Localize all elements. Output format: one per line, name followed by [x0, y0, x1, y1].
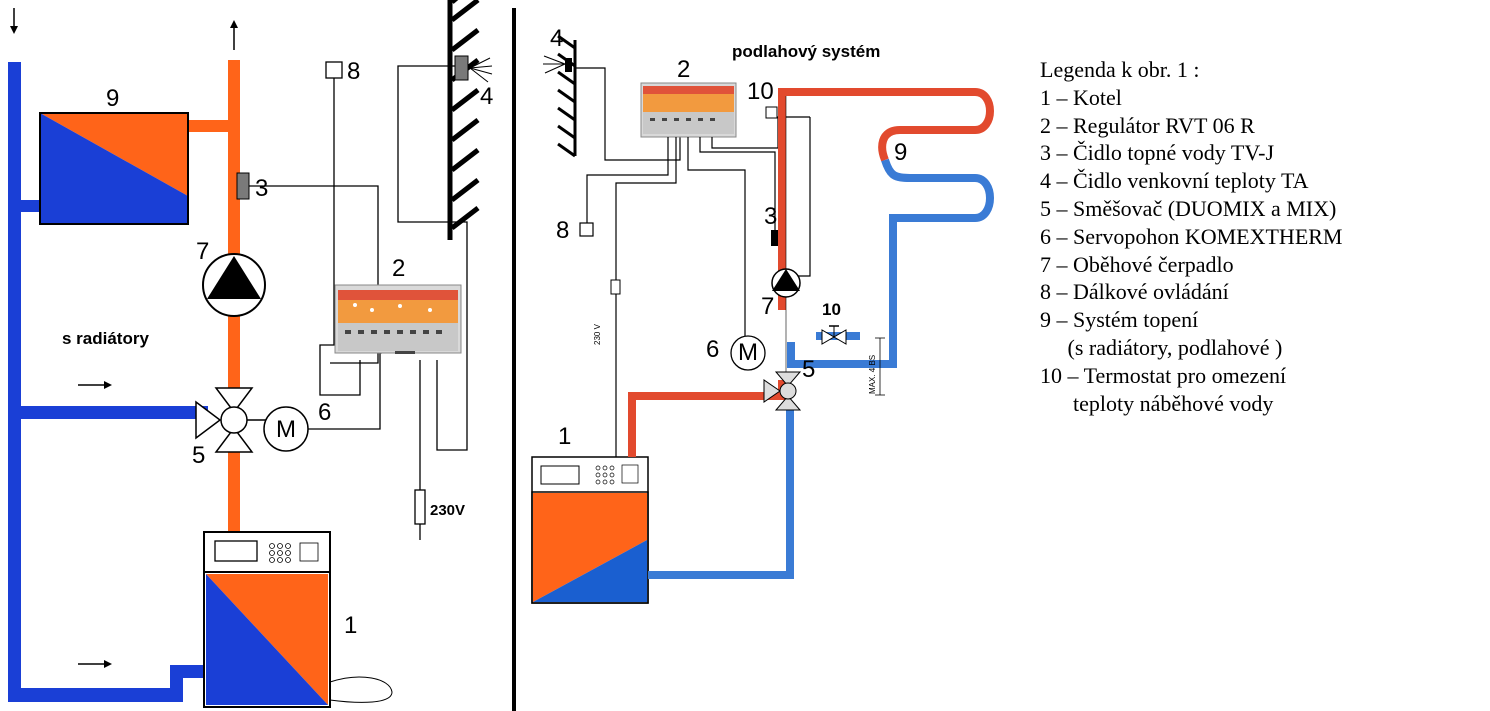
label-230v-right: 230 V: [593, 323, 602, 345]
center-divider: [512, 8, 516, 711]
label-max: MAX. 4 BS: [868, 355, 877, 394]
right-schematic-floor: podlahový systém: [531, 25, 994, 604]
boiler: [203, 531, 393, 708]
left-schematic-radiators: M: [8, 0, 493, 708]
flow-arrow-bottom: [78, 660, 112, 668]
remote-control-right: [579, 222, 594, 237]
label-4-right: 4: [550, 25, 563, 52]
label-10-valve: 10: [822, 300, 841, 319]
legend-item: 2 – Regulátor RVT 06 R: [1040, 112, 1255, 138]
label-floor-system: podlahový systém: [732, 42, 880, 61]
sensor-wire: [249, 185, 379, 364]
label-8-left: 8: [347, 58, 360, 85]
thermostat-valve-right: [821, 325, 847, 345]
label-5-left: 5: [192, 442, 205, 469]
boiler-right: [531, 456, 649, 604]
label-3-left: 3: [255, 175, 268, 202]
cold-return-pipes: [8, 62, 208, 702]
legend-item: 1 – Kotel: [1040, 84, 1122, 110]
legend-item: 7 – Oběhové čerpadlo: [1040, 251, 1234, 277]
legend-item: 8 – Dálkové ovládání: [1040, 279, 1229, 305]
outdoor-temperature-sensor: [454, 55, 469, 81]
inflow-arrow-top-left: [10, 8, 18, 34]
label-7-right: 7: [761, 293, 774, 320]
regulator-unit: [334, 284, 462, 354]
label-3-right: 3: [764, 203, 777, 230]
label-4-left: 4: [480, 83, 493, 110]
legend-item: 9 – Systém topení: [1040, 307, 1199, 333]
outdoor-wire-right: [575, 67, 681, 161]
circulation-pump-right: [771, 268, 801, 298]
legend-title: Legenda k obr. 1 :: [1040, 57, 1200, 82]
label-2-left: 2: [392, 255, 405, 282]
floor-hot-pipes: [628, 88, 994, 457]
servo-motor-label-right: M: [738, 339, 758, 366]
label-7-left: 7: [196, 238, 209, 265]
sensor-rays-right: [543, 55, 566, 74]
regulator-wires-right: [586, 116, 811, 463]
servo-motor-label: M: [276, 416, 296, 443]
legend: Legenda k obr. 1 : 1 – Kotel 2 – Regulát…: [1040, 56, 1480, 417]
radiator: [39, 112, 189, 225]
legend-item: 3 – Čidlo topné vody TV-J: [1040, 140, 1275, 166]
mixing-valve-right: [763, 371, 802, 411]
outdoor-wall: [447, 0, 480, 240]
regulator-unit-right: [640, 82, 737, 138]
label-6-right: 6: [706, 336, 719, 363]
flow-arrow-mid: [78, 381, 112, 389]
label-5-right: 5: [802, 356, 815, 383]
outdoor-sensor-right: [565, 58, 572, 72]
fuse-icon-left: [414, 489, 426, 525]
label-230v-left: 230V: [430, 502, 465, 519]
outflow-arrow-top: [230, 20, 238, 50]
fuse-icon-right: [610, 279, 621, 295]
water-temperature-sensor: [236, 172, 250, 200]
thermostat-top: [765, 106, 778, 119]
legend-item: (s radiátory, podlahové ): [1040, 334, 1283, 360]
legend-item: 5 – Směšovač (DUOMIX a MIX): [1040, 195, 1337, 221]
label-1-right: 1: [558, 423, 571, 450]
servo-motor-right: [730, 335, 766, 371]
legend-item: 6 – Servopohon KOMEXTHERM: [1040, 223, 1343, 249]
label-radiators: s radiátory: [62, 329, 149, 348]
mixing-valve-icon: [195, 387, 266, 453]
outdoor-wall-right: [557, 34, 577, 158]
label-8-right: 8: [556, 217, 569, 244]
remote-wire: [319, 78, 361, 396]
legend-item: teploty náběhové vody: [1040, 390, 1274, 416]
label-2-right: 2: [677, 56, 690, 83]
water-sensor-right: [771, 230, 778, 246]
max-distance-marker: [875, 337, 885, 396]
outdoor-sensor-wire: [397, 65, 468, 451]
label-6-left: 6: [318, 399, 331, 426]
sensor-rays: [469, 57, 493, 83]
legend-item: 10 – Termostat pro omezení: [1040, 362, 1287, 388]
floor-cold-pipes: [648, 158, 994, 579]
label-9-left: 9: [106, 85, 119, 112]
label-9-right: 9: [894, 139, 907, 166]
legend-item: 4 – Čidlo venkovní teploty TA: [1040, 168, 1309, 194]
remote-control-icon: [325, 61, 343, 79]
hot-supply-pipes: [188, 60, 240, 532]
label-1-left: 1: [344, 612, 357, 639]
circulation-pump-icon: [202, 253, 266, 317]
label-10-top: 10: [747, 78, 774, 105]
